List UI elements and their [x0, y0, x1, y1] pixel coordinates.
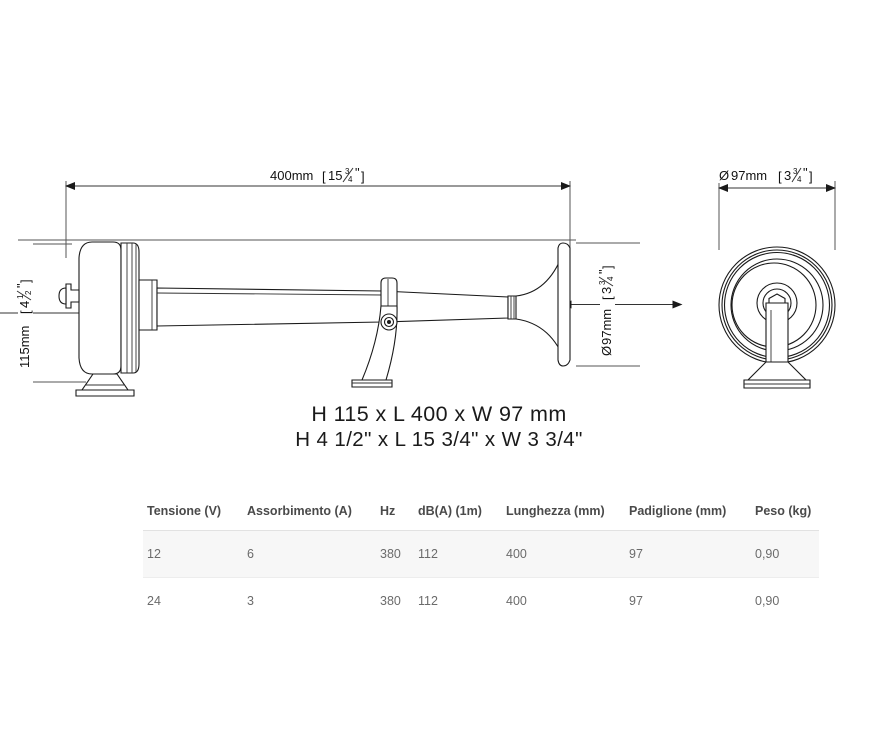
cell-padiglione: 97 — [625, 530, 751, 578]
column-header-padiglione: Padiglione (mm) — [625, 498, 751, 531]
front-fraction-slash — [791, 167, 802, 183]
front-metric-text: 97mm — [731, 168, 767, 183]
column-header-assorbimento: Assorbimento (A) — [243, 498, 376, 531]
table-header: Tensione (V) Assorbimento (A) Hz dB(A) (… — [143, 498, 819, 531]
table-header-row: Tensione (V) Assorbimento (A) Hz dB(A) (… — [143, 498, 819, 531]
column-header-peso: Peso (kg) — [751, 498, 819, 531]
tube-highlight-line — [156, 292, 383, 296]
cell-db: 112 — [418, 594, 438, 608]
table-row: 12 6 380 112 400 97 0,90 — [143, 530, 819, 578]
length-fraction-slash — [342, 167, 354, 183]
caption-imperial-line: H 4 1/2" x L 15 3/4" x W 3 3/4" — [295, 428, 583, 451]
bracket-open-bell: [ — [600, 296, 615, 300]
bell-rim — [557, 242, 571, 367]
cell-hz: 380 — [380, 594, 401, 608]
height-dimension-label: 115mm [ 4 1 2 " ] — [14, 264, 33, 368]
cell-assorbimento: 6 — [243, 530, 376, 578]
label-backdrop — [716, 166, 826, 183]
left-pedestal-cone — [80, 373, 130, 391]
cell-peso: 0,90 — [755, 594, 780, 608]
height-fraction-slash — [16, 290, 32, 301]
bell-imperial-numerator: 3 — [598, 280, 607, 285]
horn-flare-taper — [381, 290, 509, 323]
label-backdrop — [600, 256, 615, 356]
drawing-canvas: 400mm [ 15 3 4 " ] 115mm — [0, 165, 836, 397]
side-view-group: 400mm [ 15 3 4 " ] 115mm — [0, 165, 683, 397]
bell-dimension-label: Ø 97mm [ 3 3 4 " ] — [596, 256, 615, 356]
dimension-caption: H 115 x L 400 x W 97 mm H 4 1/2" x L 15 … — [0, 402, 878, 452]
technical-drawing: 400mm [ 15 3 4 " ] 115mm — [0, 165, 836, 397]
height-imperial-numerator: 1 — [16, 294, 25, 299]
front-base-splay — [746, 361, 808, 381]
length-imperial-denominator: 4 — [348, 175, 353, 184]
cell-assorbimento: 3 — [247, 594, 254, 608]
bracket-close-height: ] — [18, 279, 33, 283]
throat-block — [138, 279, 158, 331]
column-header-lunghezza: Lunghezza (mm) — [502, 498, 625, 531]
column-header-tensione: Tensione (V) — [143, 498, 243, 531]
caption-metric-line: H 115 x L 400 x W 97 mm — [311, 402, 567, 426]
specifications-table-wrapper: Tensione (V) Assorbimento (A) Hz dB(A) (… — [143, 498, 819, 624]
bell-metric-text: 97mm — [599, 309, 614, 345]
front-imperial-denominator: 4 — [797, 175, 802, 184]
bell-imperial-whole: 3 — [599, 287, 614, 294]
bell-diameter-symbol: Ø — [599, 346, 614, 356]
bracket-close-front: ] — [809, 169, 813, 184]
motor-housing-body — [78, 241, 122, 375]
height-imperial-whole: 4 — [17, 301, 32, 308]
label-backdrop — [18, 264, 33, 368]
cell-hz: 380 — [376, 530, 414, 578]
front-imperial-numerator: 3 — [793, 167, 798, 176]
height-inch-mark: " — [14, 283, 29, 288]
cell-lunghezza: 400 — [506, 594, 527, 608]
center-base-plate — [351, 379, 393, 388]
bell-collar — [507, 295, 517, 320]
bracket-open-height: [ — [18, 310, 33, 314]
cell-db: 112 — [414, 530, 502, 578]
motor-faceplate-outer — [120, 242, 140, 374]
length-imperial-whole: 15 — [328, 168, 342, 183]
rear-terminal-boss — [65, 283, 80, 309]
front-view-group: Ø 97mm [ 3 3 4 " ] — [716, 165, 836, 389]
length-metric-text: 400mm — [270, 168, 313, 183]
specifications-table: Tensione (V) Assorbimento (A) Hz dB(A) (… — [143, 498, 819, 624]
length-imperial-numerator: 3 — [345, 167, 350, 176]
front-diameter-label: Ø 97mm [ 3 3 4 " ] — [716, 165, 826, 184]
bracket-open-front: [ — [778, 169, 782, 184]
label-backdrop — [265, 166, 383, 183]
cell-peso: 0,90 — [751, 530, 819, 578]
height-metric-text: 115mm — [17, 326, 32, 368]
bracket-open-length: [ — [322, 169, 326, 184]
front-diameter-symbol: Ø — [719, 168, 729, 183]
length-inch-mark: " — [355, 165, 360, 180]
bell-imperial-denominator: 4 — [606, 276, 615, 281]
cell-padiglione: 97 — [629, 594, 643, 608]
length-dimension-label: 400mm [ 15 3 4 " ] — [265, 165, 383, 184]
center-bracket-clamp — [380, 277, 398, 309]
bracket-close-length: ] — [361, 169, 365, 184]
front-imperial-whole: 3 — [784, 168, 791, 183]
cell-lunghezza: 400 — [502, 530, 625, 578]
cell-tensione: 24 — [147, 594, 161, 608]
table-body: 12 6 380 112 400 97 0,90 24 3 380 112 40… — [143, 530, 819, 625]
cell-tensione: 12 — [143, 530, 243, 578]
column-header-hz: Hz — [376, 498, 414, 531]
height-imperial-denominator: 2 — [24, 290, 33, 295]
bell-inch-mark: " — [596, 269, 611, 274]
bracket-close-bell: ] — [600, 265, 615, 269]
front-inch-mark: " — [803, 165, 808, 180]
rear-terminal-cap — [58, 287, 67, 305]
table-row: 24 3 380 112 400 97 0,90 — [143, 578, 819, 625]
column-header-db: dB(A) (1m) — [414, 498, 502, 531]
bracket-pivot-center — [387, 320, 391, 324]
left-base-plate — [75, 389, 135, 397]
bell-fraction-slash — [598, 276, 614, 287]
